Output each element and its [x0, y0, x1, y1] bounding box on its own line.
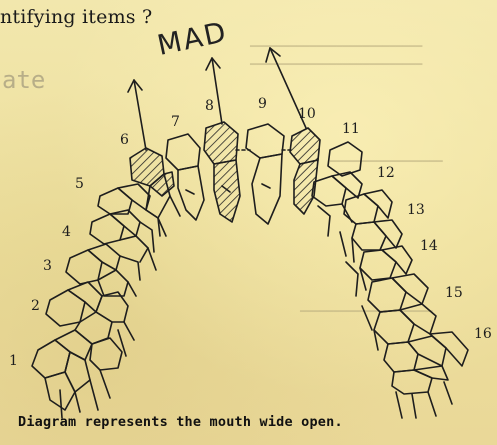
diagram-caption: Diagram represents the mouth wide open.	[18, 414, 343, 430]
teeth-group-right	[312, 142, 468, 418]
tooth-number-7: 7	[171, 114, 180, 130]
tooth-number-1: 1	[9, 353, 18, 369]
tooth-6	[130, 148, 180, 236]
tooth-number-3: 3	[43, 258, 52, 274]
tooth-number-12: 12	[377, 165, 395, 181]
tooth-number-10: 10	[298, 106, 316, 122]
tooth-number-13: 13	[407, 202, 425, 218]
tooth-number-2: 2	[31, 298, 40, 314]
tooth-number-5: 5	[75, 176, 84, 192]
tooth-number-9: 9	[258, 96, 267, 112]
teeth-group-left	[32, 184, 160, 418]
tooth-number-8: 8	[205, 98, 214, 114]
tooth-number-15: 15	[445, 285, 463, 301]
tooth-number-4: 4	[62, 224, 71, 240]
teeth-group-front	[166, 122, 320, 224]
tooth-number-14: 14	[420, 238, 438, 254]
tooth-number-6: 6	[120, 132, 129, 148]
tooth-number-16: 16	[474, 326, 492, 342]
tooth-number-11: 11	[342, 121, 360, 137]
